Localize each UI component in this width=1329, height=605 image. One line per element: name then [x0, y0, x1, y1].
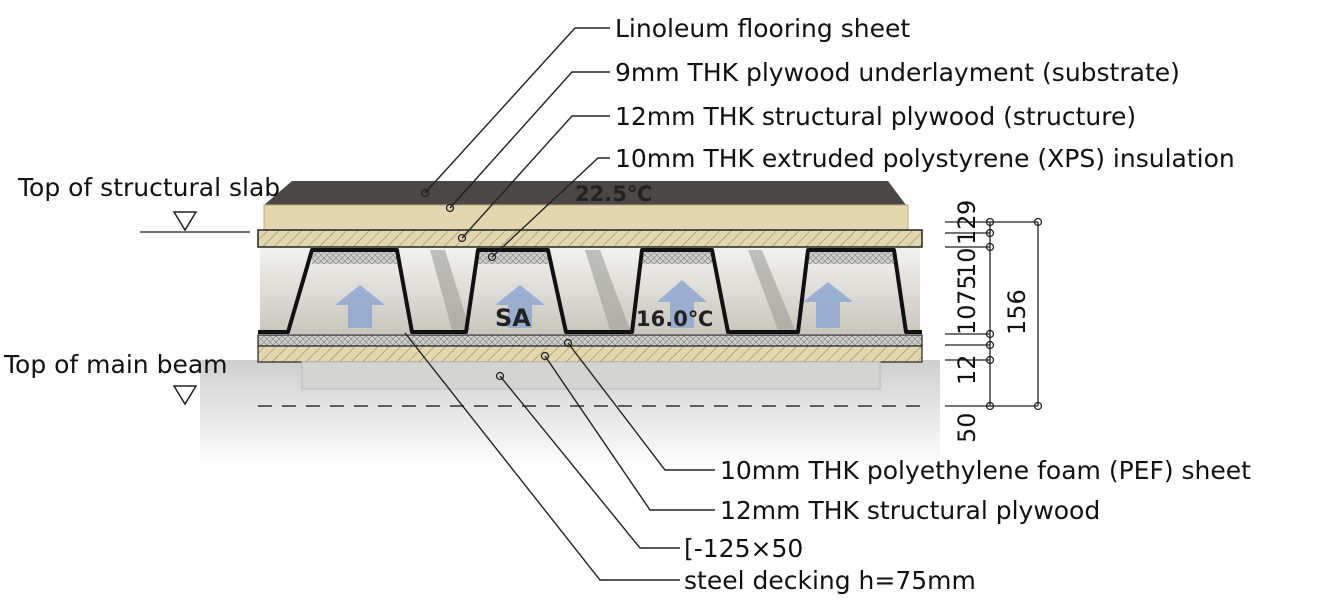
dim-structural-bottom: 12 [953, 354, 981, 385]
dim-structural-top: 12 [953, 214, 981, 245]
structural-plywood-bottom [257, 345, 923, 363]
level-beam-triangle-icon [172, 385, 198, 406]
label-structural-bottom: 12mm THK structural plywood [720, 496, 1100, 525]
leader-dots [420, 188, 573, 381]
label-channel: [-125×50 [684, 534, 803, 563]
dim-total: 156 [1003, 289, 1031, 335]
cavity-temperature: 16.0℃ [636, 307, 713, 331]
label-xps: 10mm THK extruded polystyrene (XPS) insu… [615, 144, 1235, 173]
label-pef: 10mm THK polyethylene foam (PEF) sheet [720, 456, 1251, 485]
supply-air-label: SA [495, 304, 531, 332]
label-linoleum: Linoleum flooring sheet [615, 14, 910, 43]
dim-deck: 75 [953, 274, 981, 305]
dimension-lines [945, 217, 1043, 411]
steel-decking [258, 248, 922, 334]
level-slab-triangle-icon [172, 211, 198, 232]
airflow-arrows [335, 280, 853, 328]
label-decking: steel decking h=75mm [684, 566, 976, 595]
main-beam-channel [301, 361, 881, 390]
structural-plywood-top [257, 229, 923, 248]
pef-layer [257, 334, 923, 347]
dim-linoleum-underlay: 9 [953, 200, 981, 215]
label-underlay: 9mm THK plywood underlayment (substrate) [615, 58, 1180, 87]
level-beam-label: Top of main beam [3, 350, 228, 379]
deck-shading [430, 250, 795, 330]
label-structural-top: 12mm THK structural plywood (structure) [615, 102, 1136, 131]
level-slab-label: Top of structural slab [17, 173, 280, 202]
top-temperature: 22.5℃ [575, 182, 652, 206]
dim-xps: 10 [953, 247, 981, 278]
linoleum-layer [264, 181, 906, 205]
dim-pef: 10 [953, 304, 981, 335]
underlay-plywood-layer [263, 204, 909, 231]
dim-beam-offset: 50 [953, 412, 981, 443]
leader-lines [404, 27, 715, 581]
